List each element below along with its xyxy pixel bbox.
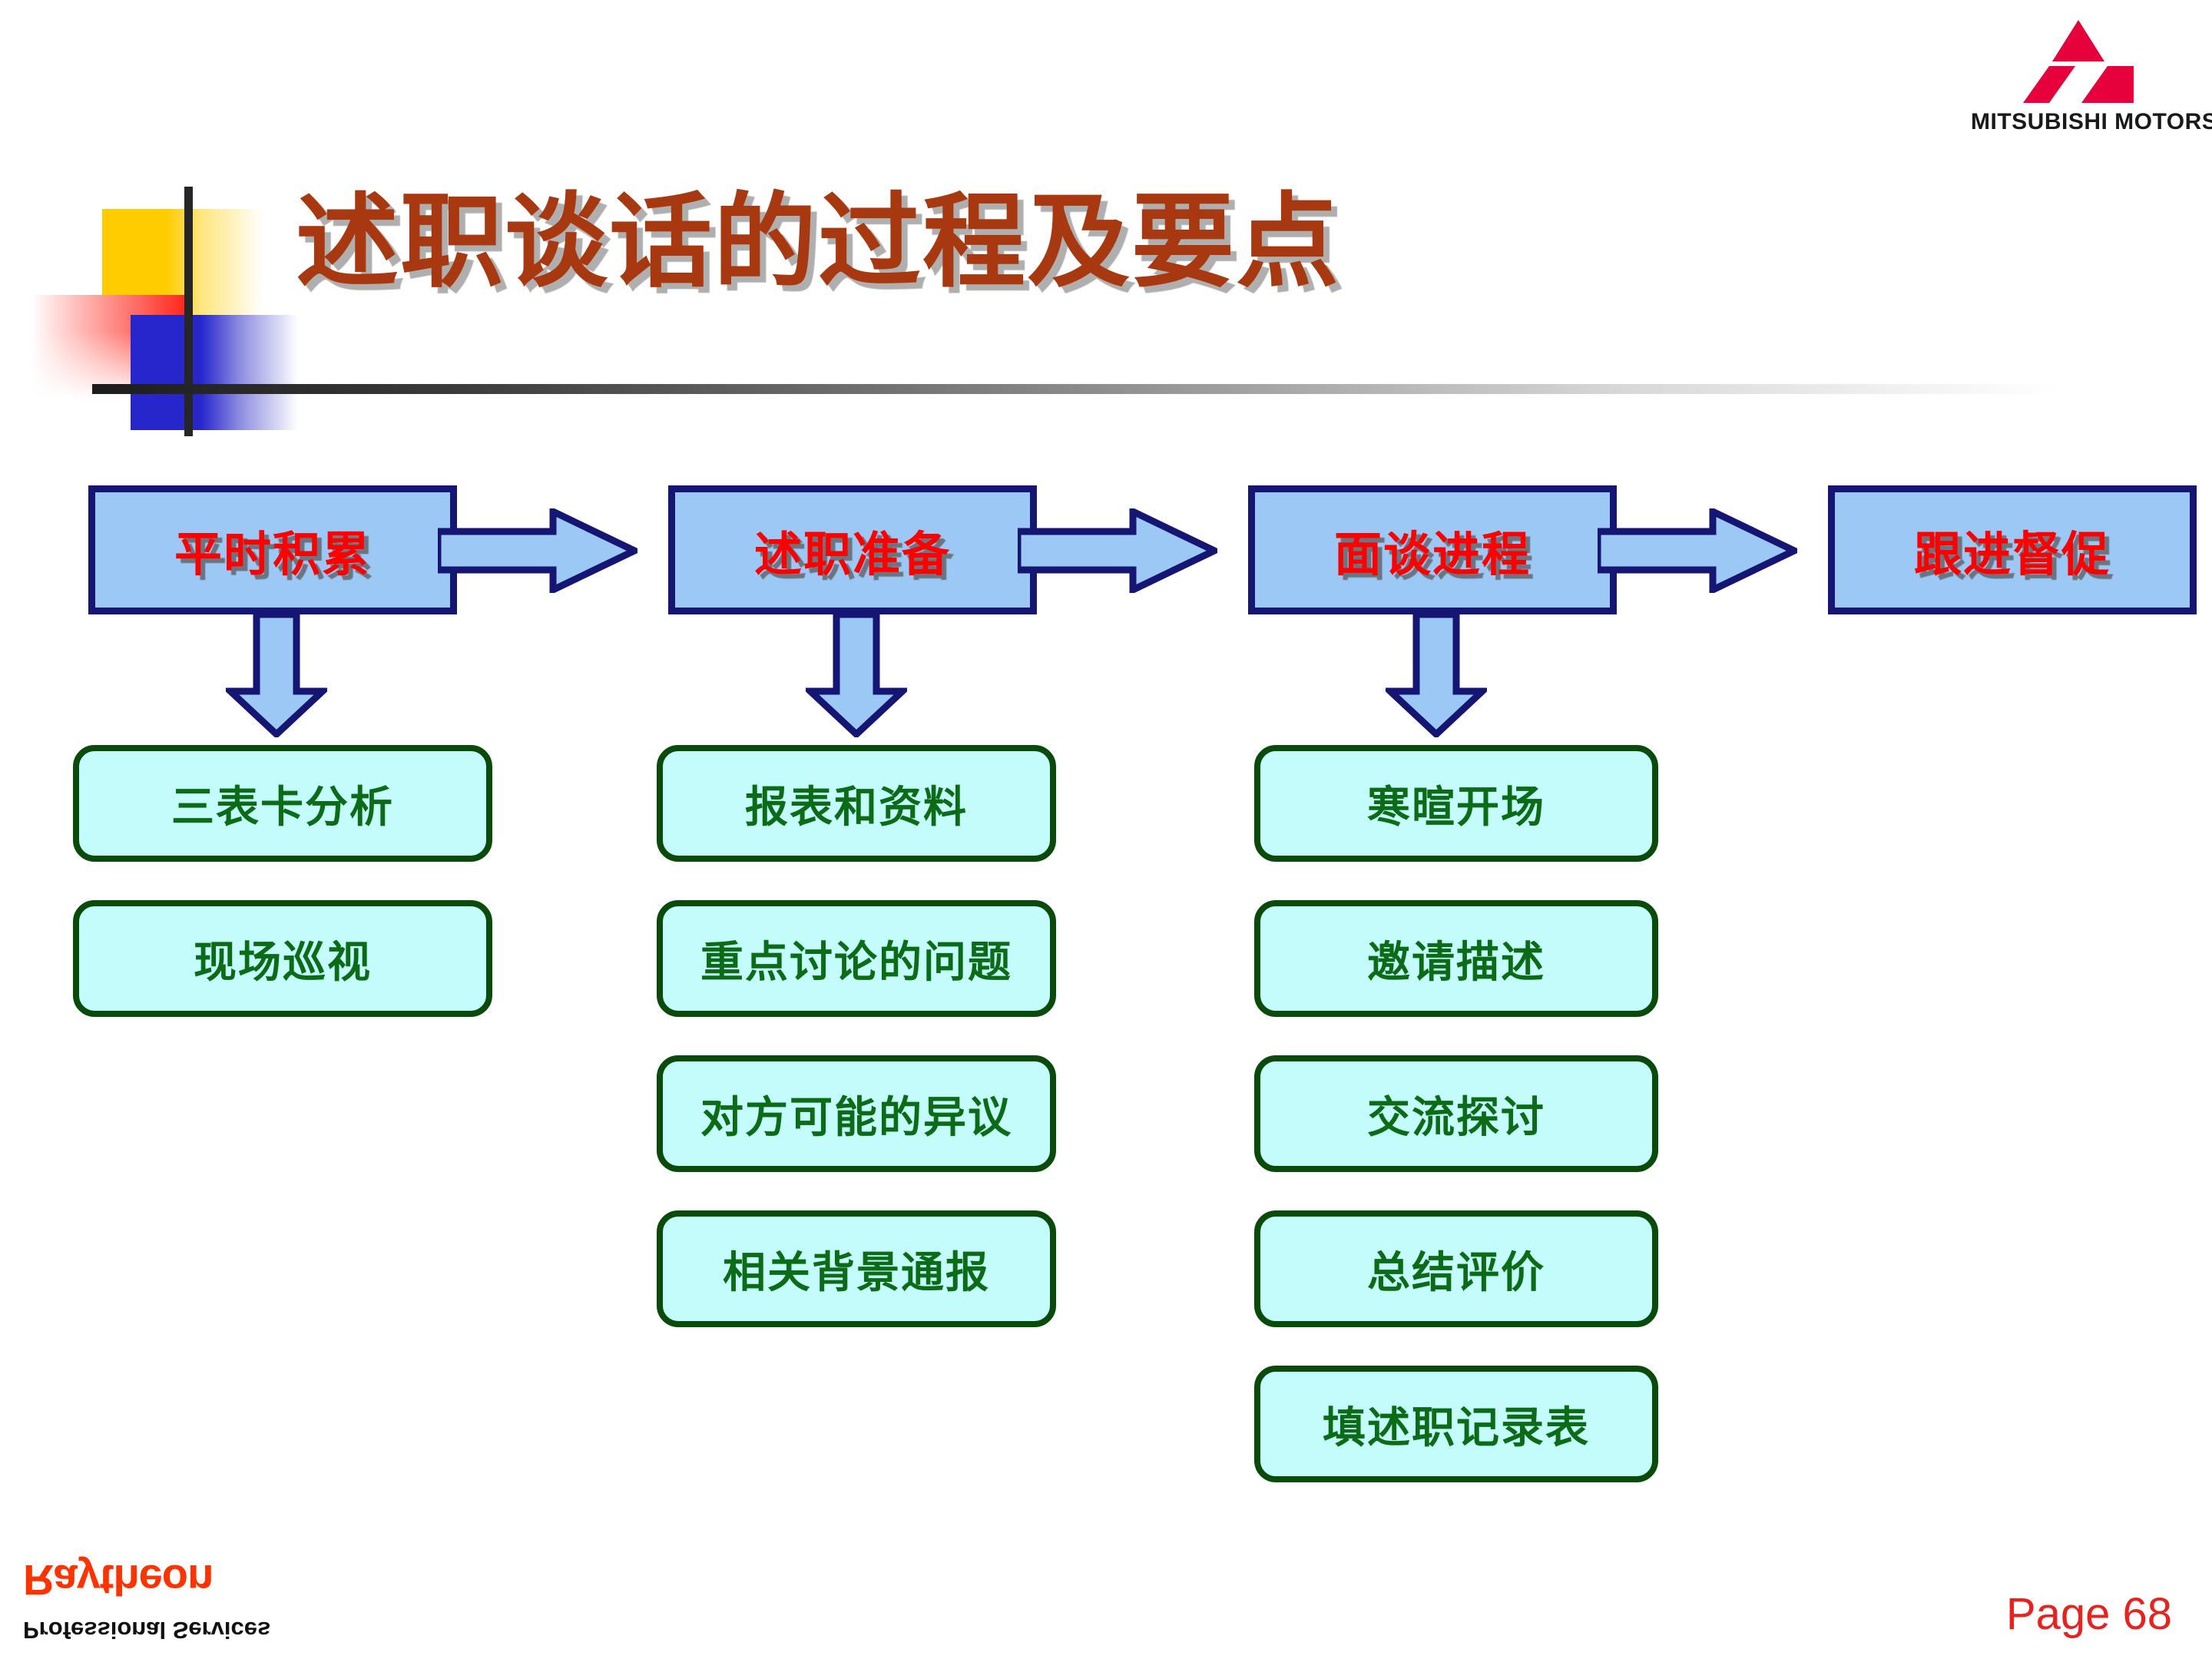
arrow-down-icon-1 bbox=[226, 614, 327, 737]
stage-label-3: 面谈进程 bbox=[1333, 526, 1531, 582]
detail-label: 重点讨论的问题 bbox=[700, 936, 1012, 988]
detail-column-2: 报表和资料 重点讨论的问题 对方可能的异议 相关背景通报 bbox=[657, 745, 1056, 1366]
detail-box[interactable]: 三表卡分析 bbox=[73, 745, 492, 862]
arrow-down-icon-3 bbox=[1386, 614, 1487, 737]
detail-column-3: 寒暄开场 邀请描述 交流探讨 总结评价 填述职记录表 bbox=[1254, 745, 1658, 1521]
footer-tagline: Professional Services bbox=[23, 1617, 271, 1644]
arrow-right-icon-1 bbox=[438, 508, 637, 593]
detail-column-1: 三表卡分析 现场巡视 bbox=[73, 745, 492, 1055]
brand-wordmark: MITSUBISHI MOTORS bbox=[1971, 109, 2212, 134]
detail-box[interactable]: 邀请描述 bbox=[1254, 900, 1658, 1017]
arrow-right-icon-2 bbox=[1018, 508, 1217, 593]
page-number: Page 68 bbox=[2005, 1589, 2172, 1639]
footer-logo: Professional Services Raytheon bbox=[23, 1544, 346, 1644]
detail-box[interactable]: 报表和资料 bbox=[657, 745, 1056, 862]
detail-box[interactable]: 重点讨论的问题 bbox=[657, 900, 1056, 1017]
stage-label-2: 述职准备 bbox=[753, 526, 951, 582]
stage-box-2[interactable]: 述职准备 bbox=[668, 485, 1037, 614]
detail-label: 对方可能的异议 bbox=[700, 1091, 1012, 1143]
deco-blue-square bbox=[131, 315, 298, 430]
detail-box[interactable]: 现场巡视 bbox=[73, 900, 492, 1017]
detail-label: 填述职记录表 bbox=[1323, 1402, 1590, 1453]
page-title: 述职谈话的过程及要点 bbox=[296, 182, 1341, 302]
detail-label: 报表和资料 bbox=[745, 781, 968, 833]
detail-box[interactable]: 寒暄开场 bbox=[1254, 745, 1658, 862]
detail-label: 邀请描述 bbox=[1367, 936, 1545, 988]
stage-box-4[interactable]: 跟进督促 bbox=[1828, 485, 2197, 614]
stage-box-1[interactable]: 平时积累 bbox=[88, 485, 457, 614]
detail-label: 总结评价 bbox=[1367, 1247, 1545, 1298]
detail-label: 三表卡分析 bbox=[171, 781, 394, 833]
title-decoration bbox=[0, 0, 691, 476]
stage-label-4: 跟进督促 bbox=[1913, 526, 2111, 582]
deco-vertical-rule bbox=[184, 187, 193, 436]
stage-box-3[interactable]: 面谈进程 bbox=[1248, 485, 1617, 614]
detail-box[interactable]: 对方可能的异议 bbox=[657, 1055, 1056, 1172]
detail-box[interactable]: 填述职记录表 bbox=[1254, 1366, 1658, 1482]
detail-label: 相关背景通报 bbox=[723, 1247, 990, 1298]
detail-box[interactable]: 相关背景通报 bbox=[657, 1210, 1056, 1327]
arrow-right-icon-3 bbox=[1598, 508, 1797, 593]
brand-logo: MITSUBISHI MOTORS bbox=[1971, 14, 2212, 152]
deco-horizontal-rule bbox=[92, 384, 2058, 394]
detail-box[interactable]: 总结评价 bbox=[1254, 1210, 1658, 1327]
detail-box[interactable]: 交流探讨 bbox=[1254, 1055, 1658, 1172]
detail-label: 交流探讨 bbox=[1367, 1091, 1545, 1143]
stage-label-1: 平时积累 bbox=[174, 526, 371, 582]
arrow-down-icon-2 bbox=[806, 614, 907, 737]
footer-brand-wordmark: Raytheon bbox=[23, 1556, 214, 1604]
mitsubishi-three-diamonds-icon bbox=[2023, 20, 2134, 103]
detail-label: 现场巡视 bbox=[194, 936, 372, 988]
detail-label: 寒暄开场 bbox=[1367, 781, 1545, 833]
